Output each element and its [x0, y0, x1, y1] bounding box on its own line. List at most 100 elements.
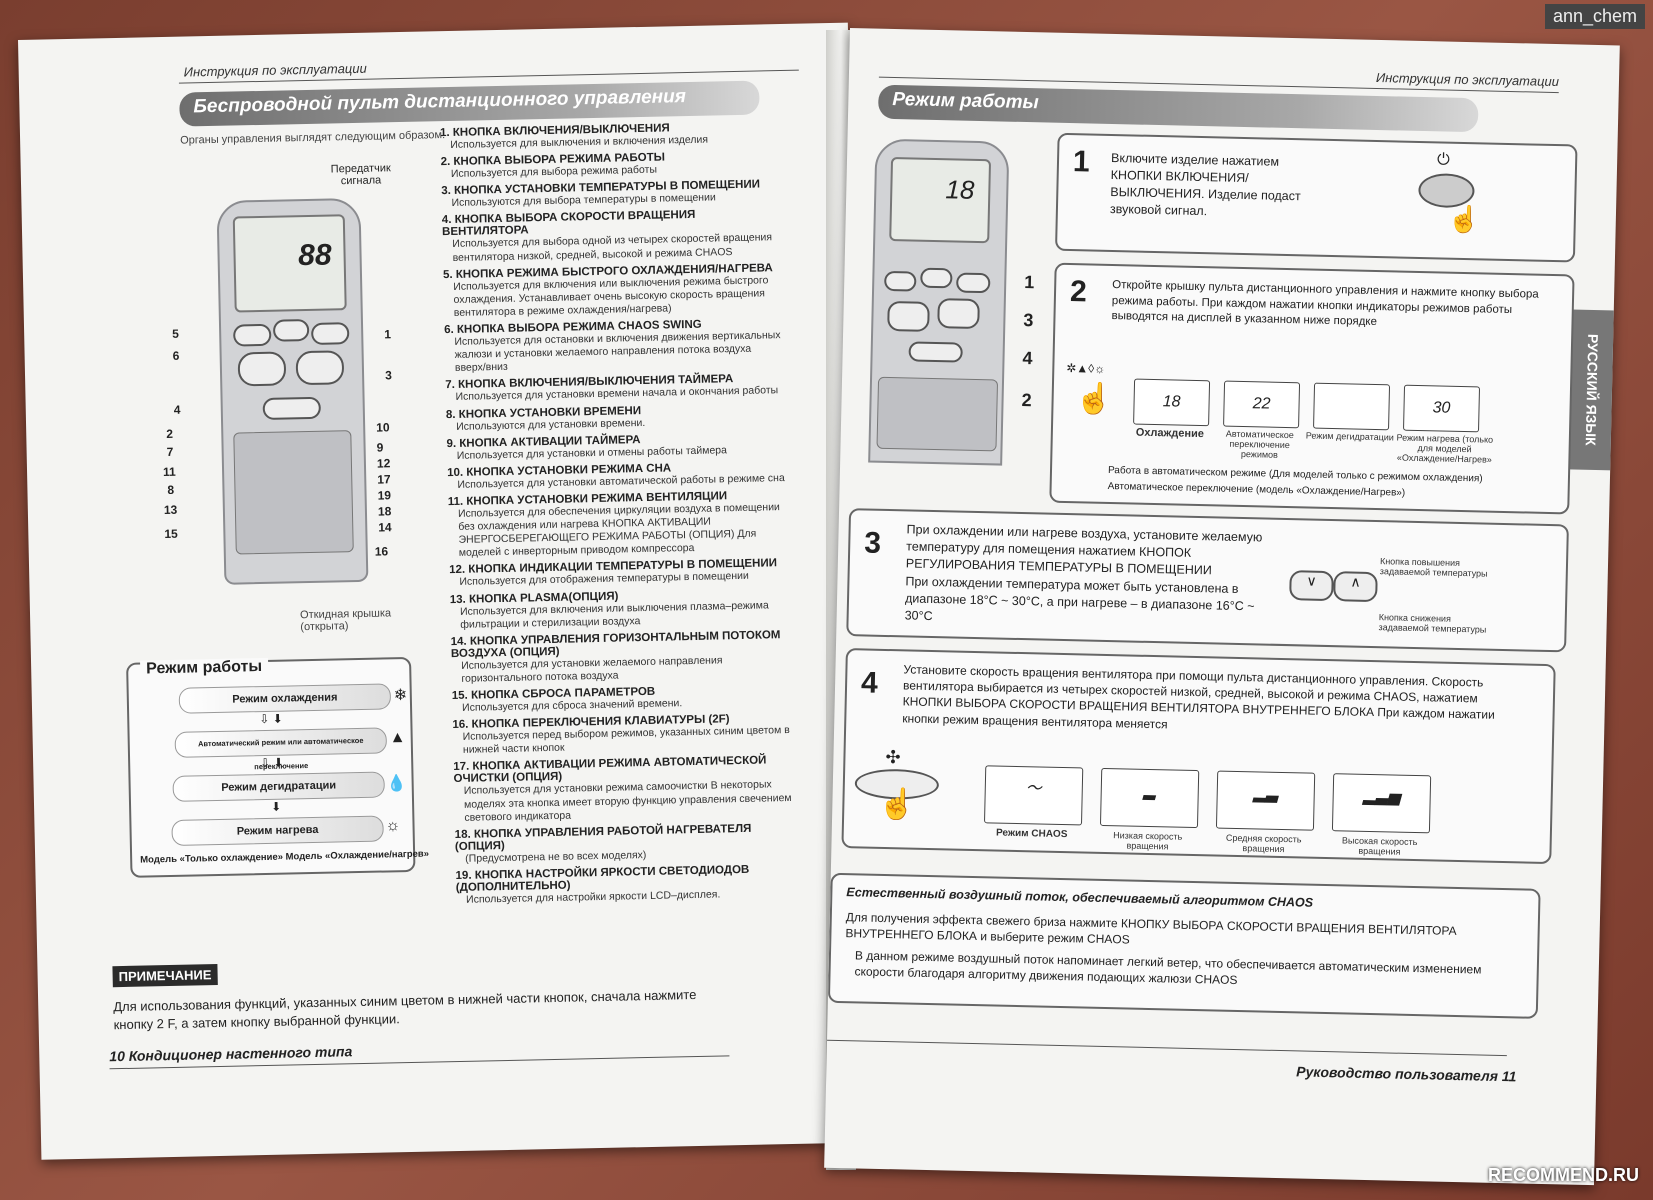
- callout-left-8: 15: [164, 526, 178, 542]
- temp-up-icon: ∧: [1333, 571, 1378, 603]
- right-temp-down-button[interactable]: [887, 300, 930, 332]
- left-intro: Органы управления выглядят следующим обр…: [180, 129, 446, 147]
- remote-lower-panel: [233, 430, 354, 555]
- step-2-box: 2 Откройте крышку пульта дистанционного …: [1049, 262, 1575, 515]
- step-1-number: 1: [1072, 145, 1091, 179]
- fan-speed-button[interactable]: [262, 396, 321, 420]
- speed-caption-chaos: Режим CHAOS: [995, 827, 1068, 841]
- arrow-down-icon: ⇩ ⬇: [260, 755, 284, 771]
- power-button[interactable]: [310, 322, 350, 345]
- list-item: 17. КНОПКА АКТИВАЦИИ РЕЖИМА АВТОМАТИЧЕСК…: [453, 754, 792, 824]
- speed-display-mid: ▂▃: [1215, 770, 1316, 831]
- right-remote-illustration: 18: [868, 138, 1010, 466]
- right-jet-button[interactable]: [884, 270, 917, 292]
- list-item: 5. КНОПКА РЕЖИМА БЫСТРОГО ОХЛАЖДЕНИЯ/НАГ…: [442, 261, 773, 319]
- display-dry: [1313, 382, 1391, 431]
- down-label: Кнопка снижения задаваемой температуры: [1378, 612, 1487, 635]
- display-cooling: 18: [1133, 378, 1211, 427]
- note-label: ПРИМЕЧАНИЕ: [112, 964, 218, 988]
- callout-right-3: 9: [376, 440, 384, 455]
- remote-lcd: 88: [232, 214, 347, 313]
- mode-auto: Автоматический режим или автоматическое …: [174, 727, 388, 771]
- list-item: 14. КНОПКА УПРАВЛЕНИЯ ГОРИЗОНТАЛЬНЫМ ПОТ…: [450, 628, 781, 685]
- callout-left-6: 8: [167, 482, 175, 497]
- right-page: Инструкция по эксплуатации Режим работы …: [824, 28, 1620, 1186]
- callout-left-7: 13: [163, 502, 178, 518]
- right-callout-1: 3: [1023, 310, 1034, 331]
- step-4-number: 4: [860, 666, 879, 700]
- right-fan-button[interactable]: [908, 341, 963, 363]
- step-4-text: Установите скорость вращения вентилятора…: [902, 662, 1495, 731]
- caption-cooling: Охлаждение: [1135, 426, 1205, 441]
- power-icon: ⏻: [1436, 151, 1451, 169]
- right-remote-lower-panel: [876, 376, 999, 452]
- hand-pointer-icon: ☝: [878, 787, 917, 822]
- step-2-number: 2: [1069, 275, 1088, 309]
- callout-left-3: 2: [166, 426, 174, 441]
- right-lcd-temp: 18: [945, 174, 975, 205]
- mode-box-title: Режим работы: [140, 657, 269, 679]
- speed-caption-high: Высокая скорость вращения: [1341, 835, 1418, 857]
- mode-cooling: Режим охлаждения: [178, 683, 392, 714]
- step-3-text-2: При охлаждении температура может быть ус…: [904, 574, 1255, 623]
- transmitter-label: Передатчик сигнала: [330, 162, 391, 188]
- step-1-text: Включите изделие нажатием КНОПКИ ВКЛЮЧЕН…: [1109, 150, 1301, 218]
- snowflake-icon: ❄: [393, 686, 408, 705]
- mode-box-footer: Модель «Только охлаждение» Модель «Охлаж…: [140, 848, 430, 866]
- step-3-box: 3 При охлаждении или нагреве воздуха, ус…: [846, 508, 1569, 653]
- speed-caption-low: Низкая скорость вращения: [1113, 830, 1183, 852]
- list-item: 16. КНОПКА ПЕРЕКЛЮЧЕНИЯ КЛАВИАТУРЫ (2F)И…: [452, 713, 790, 757]
- note-text: Для использования функций, указанных син…: [113, 987, 697, 1033]
- power-button-icon: [1418, 172, 1475, 209]
- caption-auto: Автоматическое переключение режимов: [1225, 428, 1294, 460]
- jet-button[interactable]: [233, 323, 272, 347]
- callout-right-7: 18: [377, 504, 392, 519]
- callout-left-2: 4: [173, 402, 181, 417]
- caption-dry: Режим дегидратации: [1305, 430, 1395, 443]
- list-item: 19. КНОПКА НАСТРОЙКИ ЯРКОСТИ СВЕТОДИОДОВ…: [455, 863, 750, 906]
- speed-display-low: ▂: [1099, 767, 1200, 829]
- list-item: 3. КНОПКА УСТАНОВКИ ТЕМПЕРАТУРЫ В ПОМЕЩЕ…: [441, 178, 761, 210]
- fan-icon: ✣: [885, 746, 901, 768]
- water-drop-icon: 💧: [386, 775, 407, 793]
- swing-button[interactable]: [272, 318, 310, 342]
- right-temp-up-button[interactable]: [937, 298, 980, 330]
- temp-down-button[interactable]: [237, 351, 287, 387]
- step-2-text: Откройте крышку пульта дистанционного уп…: [1111, 279, 1539, 329]
- chaos-title: Естественный воздушный поток, обеспечива…: [846, 885, 1314, 910]
- mode-heating: Режим нагрева: [171, 815, 384, 846]
- step-3-text-1: При охлаждении или нагреве воздуха, уста…: [905, 522, 1263, 578]
- right-callout-2: 4: [1022, 348, 1033, 369]
- left-footer: 10 Кондиционер настенного типа: [109, 1043, 353, 1065]
- language-tab: РУССКИЙ ЯЗЫК: [1568, 309, 1616, 471]
- user-watermark: ann_chem: [1544, 4, 1645, 29]
- callout-right-2: 10: [376, 420, 390, 435]
- list-item: 4. КНОПКА ВЫБОРА СКОРОСТИ ВРАЩЕНИЯ ВЕНТИ…: [441, 209, 773, 264]
- temp-down-icon: ∨: [1289, 570, 1334, 602]
- display-heat: 30: [1403, 384, 1481, 433]
- right-callout-0: 1: [1024, 272, 1035, 293]
- mode-icons: ✲▲◊☼: [1066, 360, 1106, 376]
- site-watermark: RECOMMEND.RU: [1488, 1165, 1639, 1185]
- mode-box: Режим работы Режим охлаждения ❄ ⇩ ⬇ Авто…: [126, 656, 429, 878]
- chaos-box: Естественный воздушный поток, обеспечива…: [827, 872, 1541, 1019]
- hand-pointer-icon: ☝: [1447, 203, 1481, 235]
- left-header: Инструкция по эксплуатации: [183, 60, 367, 80]
- right-power-button[interactable]: [956, 272, 991, 294]
- callout-right-8: 14: [378, 520, 392, 535]
- right-swing-button[interactable]: [920, 267, 953, 289]
- right-footer-rule: [827, 1039, 1507, 1057]
- callout-left-5: 11: [162, 464, 176, 480]
- temp-up-button[interactable]: [295, 350, 345, 386]
- mode-dry: Режим дегидратации: [172, 771, 385, 802]
- callout-left-0: 5: [172, 326, 180, 341]
- list-item: 12. КНОПКА ИНДИКАЦИИ ТЕМПЕРАТУРЫ В ПОМЕЩ…: [449, 557, 778, 589]
